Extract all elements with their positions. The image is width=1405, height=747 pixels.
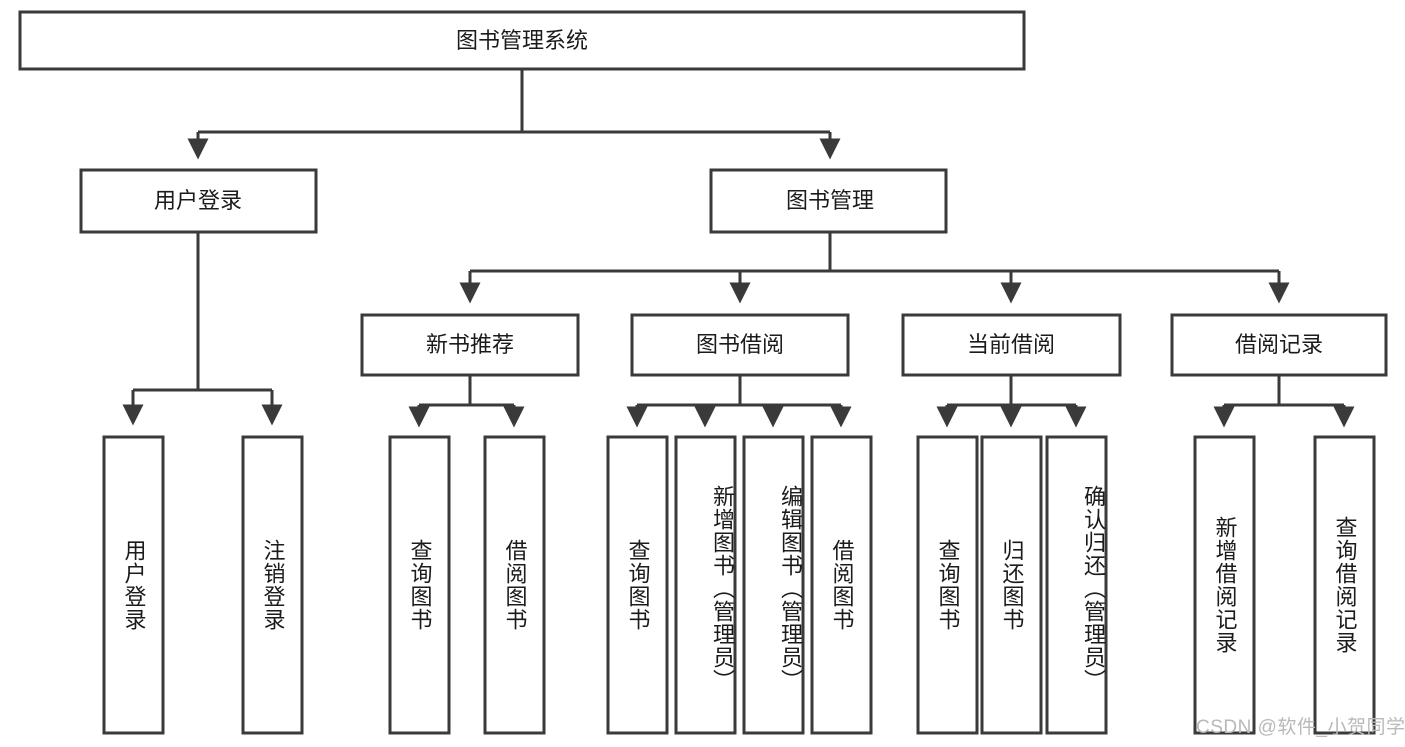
leaf-rect-query-book-rec[interactable]: [388, 435, 451, 735]
leaf-rect-borrow-book-b[interactable]: [810, 435, 873, 735]
node-book-borrow-label: 图书借阅: [696, 332, 784, 357]
leaf-rect-query-book-c[interactable]: [916, 435, 979, 735]
node-root-label: 图书管理系统: [456, 28, 588, 53]
csdn-watermark: CSDN @软件_小贺同学: [1196, 717, 1405, 738]
leaf-rect-query-record[interactable]: [1313, 435, 1376, 735]
leaf-rect-add-book[interactable]: [674, 435, 737, 735]
leaf-rects: [102, 435, 1376, 735]
node-book-borrow[interactable]: 图书借阅: [630, 313, 850, 377]
edges-borrowrecord-to-leaves: [1213, 375, 1355, 428]
node-current-borrow[interactable]: 当前借阅: [901, 313, 1122, 377]
node-user-login[interactable]: 用户登录: [79, 168, 318, 234]
edges-bookborrow-to-leaves: [626, 375, 852, 428]
edges-root-to-level2: [187, 69, 841, 160]
node-new-book-rec-label: 新书推荐: [426, 332, 514, 357]
node-book-manage[interactable]: 图书管理: [709, 168, 948, 234]
node-user-login-label: 用户登录: [154, 188, 242, 213]
leaf-rect-add-record[interactable]: [1193, 435, 1256, 735]
node-root[interactable]: 图书管理系统: [18, 10, 1026, 71]
edges-userlogin-to-leaves: [122, 232, 283, 426]
edges-currentborrow-to-leaves: [936, 375, 1087, 428]
leaf-rect-return-book[interactable]: [980, 435, 1043, 735]
leaf-rect-user-login[interactable]: [102, 435, 165, 735]
edges-bookmanage-to-level3: [459, 232, 1290, 304]
leaf-rect-query-book-b[interactable]: [606, 435, 669, 735]
edges-newbookrec-to-leaves: [408, 375, 525, 428]
node-borrow-record-label: 借阅记录: [1235, 332, 1323, 357]
node-borrow-record[interactable]: 借阅记录: [1170, 313, 1388, 377]
node-current-borrow-label: 当前借阅: [967, 332, 1055, 357]
node-new-book-rec[interactable]: 新书推荐: [360, 313, 580, 377]
leaf-rect-logout[interactable]: [241, 435, 304, 735]
leaf-rect-borrow-book-rec[interactable]: [483, 435, 546, 735]
leaf-rect-confirm-return[interactable]: [1045, 435, 1108, 735]
node-book-manage-label: 图书管理: [786, 188, 874, 213]
leaf-rect-edit-book[interactable]: [742, 435, 805, 735]
